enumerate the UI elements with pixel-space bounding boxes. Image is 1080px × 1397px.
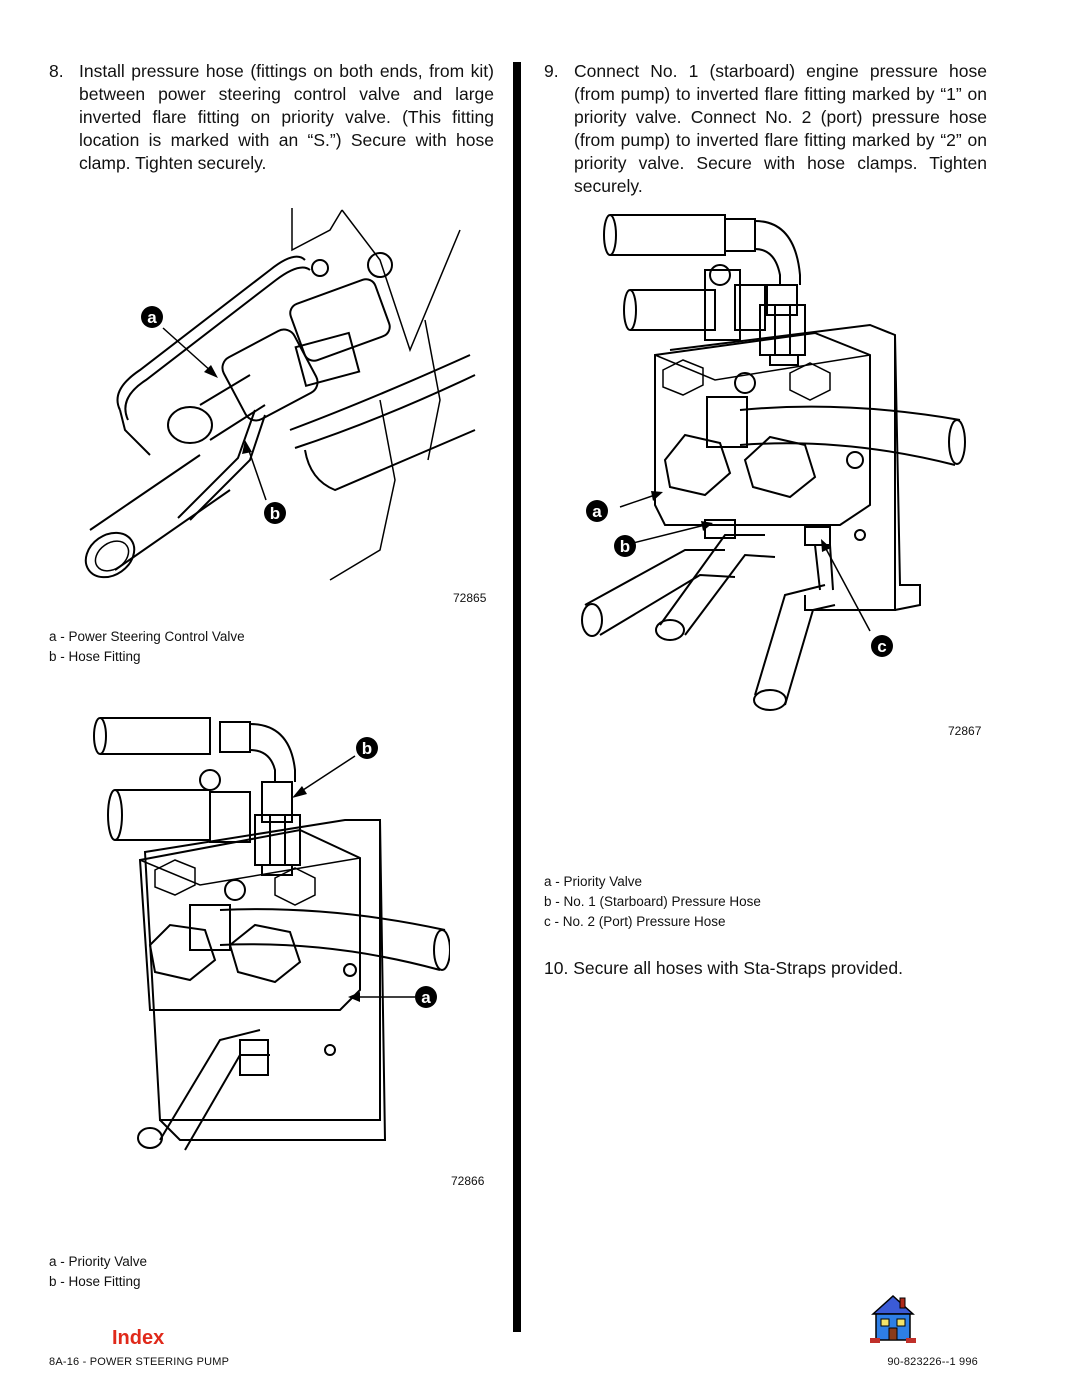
footer-section-title: 8A-16 - POWER STEERING PUMP — [49, 1356, 230, 1368]
callout-b: b — [264, 502, 286, 524]
step-9: 9. Connect No. 1 (starboard) engine pres… — [544, 60, 987, 198]
figure-control-valve: a b — [80, 200, 480, 595]
callout-b: b — [356, 737, 378, 759]
figure-number: 72865 — [453, 591, 487, 605]
svg-text:c: c — [877, 637, 886, 656]
legend-item: a - Priority Valve — [544, 874, 643, 889]
step-9-number: 9. — [544, 61, 559, 81]
svg-text:a: a — [592, 502, 602, 521]
step-9-text: Connect No. 1 (starboard) engine pressur… — [574, 61, 987, 196]
svg-text:a: a — [147, 308, 157, 327]
figure-legend: a - Priority Valve b - No. 1 (Starboard)… — [544, 872, 761, 932]
legend-item: b - No. 1 (Starboard) Pressure Hose — [544, 894, 761, 909]
figure-legend: a - Power Steering Control Valve b - Hos… — [49, 627, 245, 667]
step-8-number: 8. — [49, 61, 64, 81]
legend-item: a - Priority Valve — [49, 1254, 148, 1269]
legend-item: b - Hose Fitting — [49, 1274, 141, 1289]
callout-b: b — [614, 535, 636, 557]
callout-a: a — [415, 986, 437, 1008]
figure-number: 72867 — [948, 724, 982, 738]
footer-part-number: 90-823226--1 996 — [887, 1356, 978, 1368]
step-10-text: 10. Secure all hoses with Sta-Straps pro… — [544, 958, 903, 978]
svg-text:a: a — [421, 988, 431, 1007]
figure-number: 72866 — [451, 1174, 485, 1188]
house-icon[interactable] — [868, 1292, 918, 1349]
legend-item: c - No. 2 (Port) Pressure Hose — [544, 914, 726, 929]
step-10: 10. Secure all hoses with Sta-Straps pro… — [544, 957, 987, 980]
figure-priority-valve-hoses: a b c — [575, 205, 975, 715]
svg-text:b: b — [620, 537, 630, 556]
column-divider — [513, 62, 521, 1332]
callout-a: a — [586, 500, 608, 522]
figure-priority-valve-fitting: b a — [90, 710, 450, 1160]
figure-legend: a - Priority Valve b - Hose Fitting — [49, 1252, 147, 1292]
index-link[interactable]: Index — [112, 1327, 165, 1349]
legend-item: a - Power Steering Control Valve — [49, 629, 245, 644]
legend-item: b - Hose Fitting — [49, 649, 141, 664]
step-8: 8. Install pressure hose (fittings on bo… — [49, 60, 494, 175]
callout-c: c — [871, 635, 893, 657]
svg-text:b: b — [362, 739, 372, 758]
step-8-text: Install pressure hose (fittings on both … — [79, 61, 494, 173]
callout-a: a — [141, 306, 163, 328]
svg-text:b: b — [270, 504, 280, 523]
